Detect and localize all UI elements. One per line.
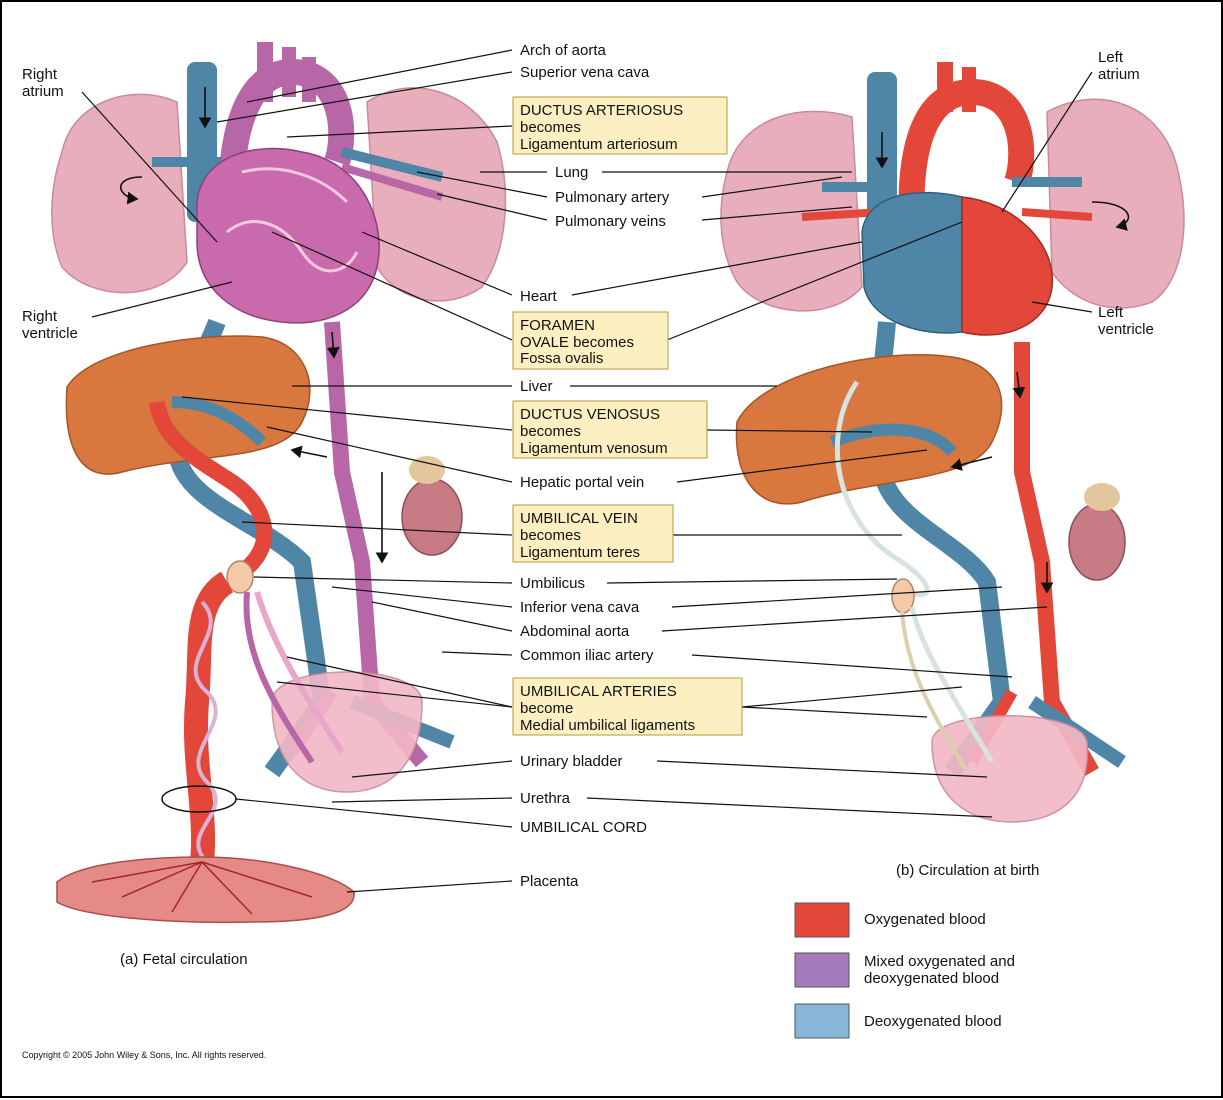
fetal-arch-branch bbox=[302, 57, 316, 102]
fetal-kidney bbox=[402, 479, 462, 555]
box-line: UMBILICAL VEIN bbox=[520, 510, 638, 527]
box-line: DUCTUS VENOSUS bbox=[520, 406, 660, 423]
fetal-umbilicus bbox=[227, 561, 253, 593]
birth-kidney bbox=[1069, 504, 1125, 580]
umbilical-arteries-box: UMBILICAL ARTERIES become Medial umbilic… bbox=[513, 678, 742, 735]
label-urinary-bladder: Urinary bladder bbox=[520, 753, 623, 770]
box-line: becomes bbox=[520, 423, 581, 440]
birth-arch-branch bbox=[937, 62, 953, 112]
birth-heart-left bbox=[962, 197, 1052, 335]
legend-label: Deoxygenated blood bbox=[864, 1013, 1002, 1030]
box-line: OVALE becomes bbox=[520, 334, 634, 351]
legend-label: Oxygenated blood bbox=[864, 911, 986, 928]
box-line: FORAMEN bbox=[520, 317, 595, 334]
label-superior-vena-cava: Superior vena cava bbox=[520, 64, 650, 81]
legend: Oxygenated blood Mixed oxygenated and de… bbox=[795, 903, 1015, 1038]
birth-arch-branch bbox=[962, 67, 976, 112]
box-line: UMBILICAL ARTERIES bbox=[520, 683, 677, 700]
label-left-atrium: atrium bbox=[1098, 66, 1140, 83]
label-heart: Heart bbox=[520, 288, 558, 305]
label-right-atrium: atrium bbox=[22, 83, 64, 100]
box-line: becomes bbox=[520, 527, 581, 544]
label-right-ventricle: Right bbox=[22, 308, 58, 325]
label-pulmonary-veins: Pulmonary veins bbox=[555, 213, 666, 230]
label-left-ventricle: ventricle bbox=[1098, 321, 1154, 338]
label-hepatic-portal-vein: Hepatic portal vein bbox=[520, 474, 644, 491]
label-urethra: Urethra bbox=[520, 790, 571, 807]
box-line: become bbox=[520, 700, 573, 717]
label-abdominal-aorta: Abdominal aorta bbox=[520, 623, 630, 640]
caption-circulation-at-birth: (b) Circulation at birth bbox=[896, 862, 1039, 879]
box-line: Ligamentum arteriosum bbox=[520, 136, 678, 153]
birth-adrenal-gland bbox=[1084, 483, 1120, 511]
foramen-ovale-box: FORAMEN OVALE becomes Fossa ovalis bbox=[513, 312, 668, 369]
caption-fetal-circulation: (a) Fetal circulation bbox=[120, 951, 248, 968]
fetal-arch-branch bbox=[282, 47, 296, 97]
box-line: Ligamentum teres bbox=[520, 544, 640, 561]
legend-swatch-deoxygenated bbox=[795, 1004, 849, 1038]
birth-heart-right bbox=[862, 193, 962, 333]
label-right-atrium: Right bbox=[22, 66, 58, 83]
legend-swatch-oxygenated bbox=[795, 903, 849, 937]
label-lung: Lung bbox=[555, 164, 588, 181]
umbilical-vein-box: UMBILICAL VEIN becomes Ligamentum teres bbox=[513, 505, 673, 562]
birth-circulation-illustration bbox=[721, 62, 1184, 822]
legend-label: deoxygenated blood bbox=[864, 970, 999, 987]
label-arch-of-aorta: Arch of aorta bbox=[520, 42, 607, 59]
label-inferior-vena-cava: Inferior vena cava bbox=[520, 599, 640, 616]
label-liver: Liver bbox=[520, 378, 553, 395]
legend-label: Mixed oxygenated and bbox=[864, 953, 1015, 970]
box-line: Fossa ovalis bbox=[520, 350, 603, 367]
label-placenta: Placenta bbox=[520, 873, 579, 890]
label-right-ventricle: ventricle bbox=[22, 325, 78, 342]
birth-urinary-bladder bbox=[932, 716, 1087, 822]
ductus-arteriosus-box: DUCTUS ARTERIOSUS becomes Ligamentum art… bbox=[513, 97, 727, 154]
box-line: DUCTUS ARTERIOSUS bbox=[520, 102, 683, 119]
legend-swatch-mixed bbox=[795, 953, 849, 987]
birth-pulmonary-vein bbox=[1022, 212, 1092, 217]
label-pulmonary-artery: Pulmonary artery bbox=[555, 189, 670, 206]
fetal-circulation-illustration bbox=[52, 42, 506, 922]
copyright-notice: Copyright © 2005 John Wiley & Sons, Inc.… bbox=[22, 1050, 266, 1060]
box-line: Medial umbilical ligaments bbox=[520, 717, 695, 734]
fetal-left-lung bbox=[52, 94, 187, 292]
box-line: becomes bbox=[520, 119, 581, 136]
box-line: Ligamentum venosum bbox=[520, 440, 668, 457]
label-umbilical-cord: UMBILICAL CORD bbox=[520, 819, 647, 836]
ductus-venosus-box: DUCTUS VENOSUS becomes Ligamentum venosu… bbox=[513, 401, 707, 458]
label-common-iliac-artery: Common iliac artery bbox=[520, 647, 654, 664]
label-left-atrium: Left bbox=[1098, 49, 1124, 66]
fetal-pulmonary-trunk bbox=[257, 42, 273, 102]
birth-right-lung bbox=[1047, 99, 1184, 308]
label-left-ventricle: Left bbox=[1098, 304, 1124, 321]
label-umbilicus: Umbilicus bbox=[520, 575, 585, 592]
